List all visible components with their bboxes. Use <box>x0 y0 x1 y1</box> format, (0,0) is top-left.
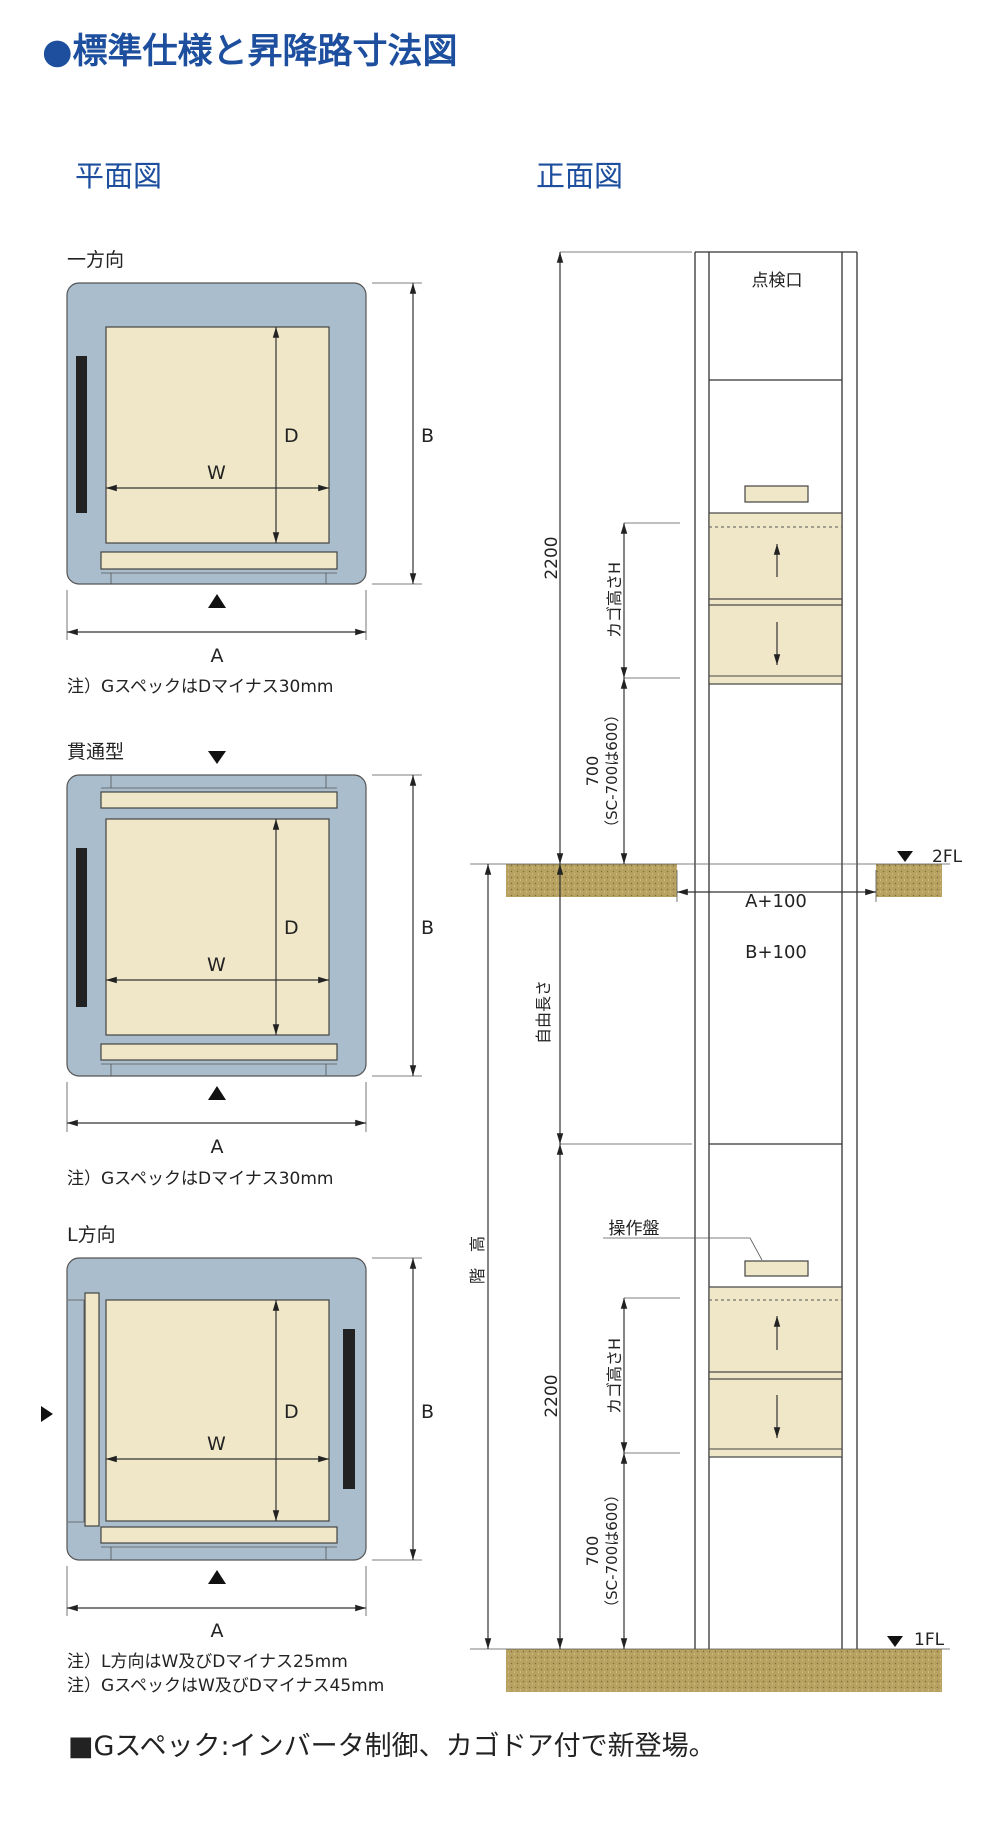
label-w: W <box>207 462 226 484</box>
car-floor <box>105 326 330 544</box>
floor-2fl-label: 2FL <box>932 847 963 867</box>
label-d: D <box>284 917 299 939</box>
door-sill-side <box>84 1292 100 1527</box>
label-b: B <box>421 425 434 447</box>
front-elevation: 点検口 2FL A+100 B+100 操作盤 1FL <box>468 251 963 1692</box>
floor-level-triangle-icon <box>887 1636 903 1647</box>
entrance-triangle-icon <box>208 594 226 608</box>
upper-700-note: （SC-700は600） <box>603 707 621 835</box>
label-d: D <box>284 1401 299 1423</box>
lower-car-height-label: カゴ高さH <box>605 1338 624 1414</box>
label-b: B <box>421 1401 434 1423</box>
floor-1fl-label: 1FL <box>914 1630 945 1650</box>
entrance-triangle-icon <box>208 751 226 764</box>
front-view-title: 正面図 <box>536 159 623 193</box>
label-b: B <box>421 917 434 939</box>
car-floor <box>105 1299 330 1522</box>
floor-slab-2fl-left <box>506 864 677 897</box>
door-sill-bottom <box>100 1043 338 1061</box>
plan-view-title: 平面図 <box>75 159 162 193</box>
upper-car-height-label: カゴ高さH <box>605 562 624 638</box>
label-w: W <box>207 1433 226 1455</box>
upper-700-label: 700 <box>583 756 602 787</box>
page-title: ●標準仕様と昇降路寸法図 <box>42 32 458 72</box>
floor-level-triangle-icon <box>897 851 913 862</box>
label-a: A <box>211 1136 224 1158</box>
inspection-port-label: 点検口 <box>752 271 803 291</box>
control-panel <box>744 1260 809 1277</box>
lower-2200-label: 2200 <box>542 1374 562 1417</box>
plan-label: 一方向 <box>67 249 124 271</box>
door-sill <box>100 551 338 570</box>
lower-700-note: （SC-700は600） <box>603 1487 621 1615</box>
plan-label: L方向 <box>67 1224 116 1246</box>
free-length-label: 自由長さ <box>534 980 553 1044</box>
floor-height-label: 階 高 <box>468 1236 487 1284</box>
plan-one-direction: 一方向 D W B A 注）GスペックはDマイナス30mm <box>66 249 434 697</box>
hoistway-shaft <box>694 251 858 1649</box>
door-sill-bottom <box>100 1526 338 1544</box>
label-w: W <box>207 954 226 976</box>
g-spec-footer: ■Gスペック:インバータ制御、カゴドア付で新登場。 <box>68 1731 716 1762</box>
plan-label: 貫通型 <box>67 741 124 763</box>
plan-through-type: 貫通型 D W B A 注）GスペックはDマイナス30mm <box>66 741 434 1189</box>
car-floor <box>105 818 330 1036</box>
label-a: A <box>211 645 224 667</box>
landing-panel-upper <box>744 485 809 503</box>
plan-note: 注）GスペックはW及びDマイナス45mm <box>67 1676 384 1696</box>
entrance-triangle-icon <box>208 1086 226 1100</box>
label-d: D <box>284 425 299 447</box>
plan-note: 注）GスペックはDマイナス30mm <box>67 1169 334 1189</box>
plan-note: 注）GスペックはDマイナス30mm <box>67 677 334 697</box>
entrance-triangle-icon <box>208 1570 226 1584</box>
guide-rail <box>76 848 87 1007</box>
door-sill-top <box>100 791 338 809</box>
floor-slab-1fl <box>506 1649 942 1692</box>
plan-l-direction: L方向 D W B A 注）L方向はW及びDマイナス25mm 注）GスペックはW… <box>41 1224 434 1696</box>
label-a: A <box>211 1620 224 1642</box>
lower-700-label: 700 <box>583 1536 602 1567</box>
guide-rail <box>343 1329 355 1489</box>
plan-note: 注）L方向はW及びDマイナス25mm <box>67 1652 348 1672</box>
a-plus-100-label: A+100 <box>745 891 807 912</box>
guide-rail <box>76 356 87 513</box>
control-panel-label: 操作盤 <box>609 1219 660 1239</box>
entrance-triangle-icon <box>41 1406 53 1422</box>
floor-slab-2fl-right <box>876 864 942 897</box>
upper-2200-label: 2200 <box>542 536 562 579</box>
b-plus-100-label: B+100 <box>745 942 807 963</box>
